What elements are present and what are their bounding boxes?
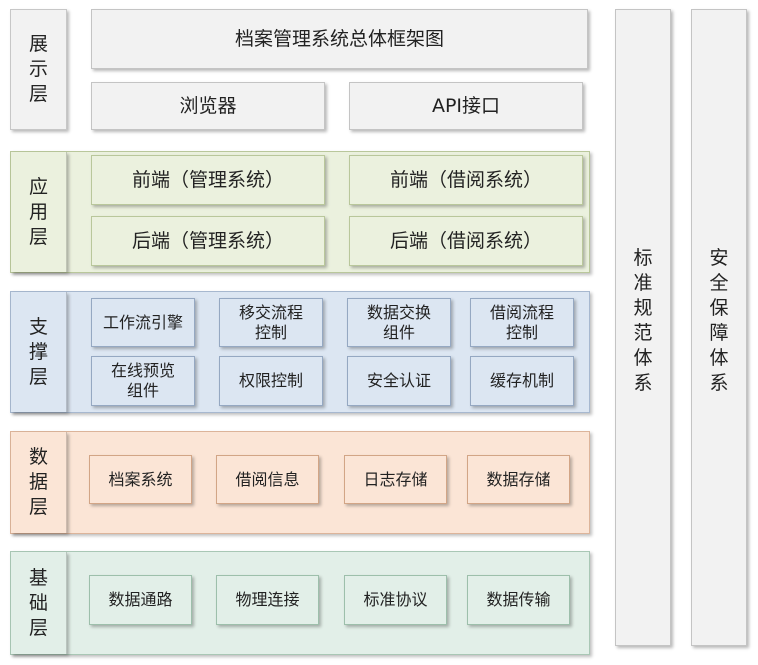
physical-connection-module: 物理连接 xyxy=(216,575,319,625)
backend-borrowing-module: 后端（借阅系统） xyxy=(349,216,583,266)
archive-system-module: 档案系统 xyxy=(89,455,192,504)
transfer-process-control-module: 移交流程 控制 xyxy=(219,298,323,347)
log-storage-module: 日志存储 xyxy=(344,455,447,504)
api-interface-module: API接口 xyxy=(349,82,583,130)
standard-protocol-module: 标准协议 xyxy=(344,575,447,625)
data-storage-module: 数据存储 xyxy=(467,455,570,504)
permission-control-module: 权限控制 xyxy=(219,356,323,406)
data-transmission-module: 数据传输 xyxy=(467,575,570,625)
online-preview-component-module: 在线预览 组件 xyxy=(91,356,195,406)
data-layer-label: 数 据 层 xyxy=(11,432,67,533)
support-layer-label: 支 撑 层 xyxy=(11,292,67,412)
data-exchange-component-module: 数据交换 组件 xyxy=(347,298,451,347)
borrowing-info-module: 借阅信息 xyxy=(216,455,319,504)
standards-system-pillar: 标 准 规 范 体 系 xyxy=(615,9,671,646)
security-system-pillar: 安 全 保 障 体 系 xyxy=(691,9,747,646)
workflow-engine-module: 工作流引擎 xyxy=(91,298,195,347)
security-authentication-module: 安全认证 xyxy=(347,356,451,406)
frontend-borrowing-module: 前端（借阅系统） xyxy=(349,155,583,205)
borrowing-process-control-module: 借阅流程 控制 xyxy=(470,298,574,347)
browser-module: 浏览器 xyxy=(91,82,325,130)
frontend-management-module: 前端（管理系统） xyxy=(91,155,325,205)
diagram-title: 档案管理系统总体框架图 xyxy=(91,9,588,69)
cache-mechanism-module: 缓存机制 xyxy=(470,356,574,406)
backend-management-module: 后端（管理系统） xyxy=(91,216,325,266)
presentation-layer-label: 展 示 层 xyxy=(10,9,67,130)
base-layer-label: 基 础 层 xyxy=(11,552,67,654)
application-layer-label: 应 用 层 xyxy=(11,152,67,272)
data-path-module: 数据通路 xyxy=(89,575,192,625)
